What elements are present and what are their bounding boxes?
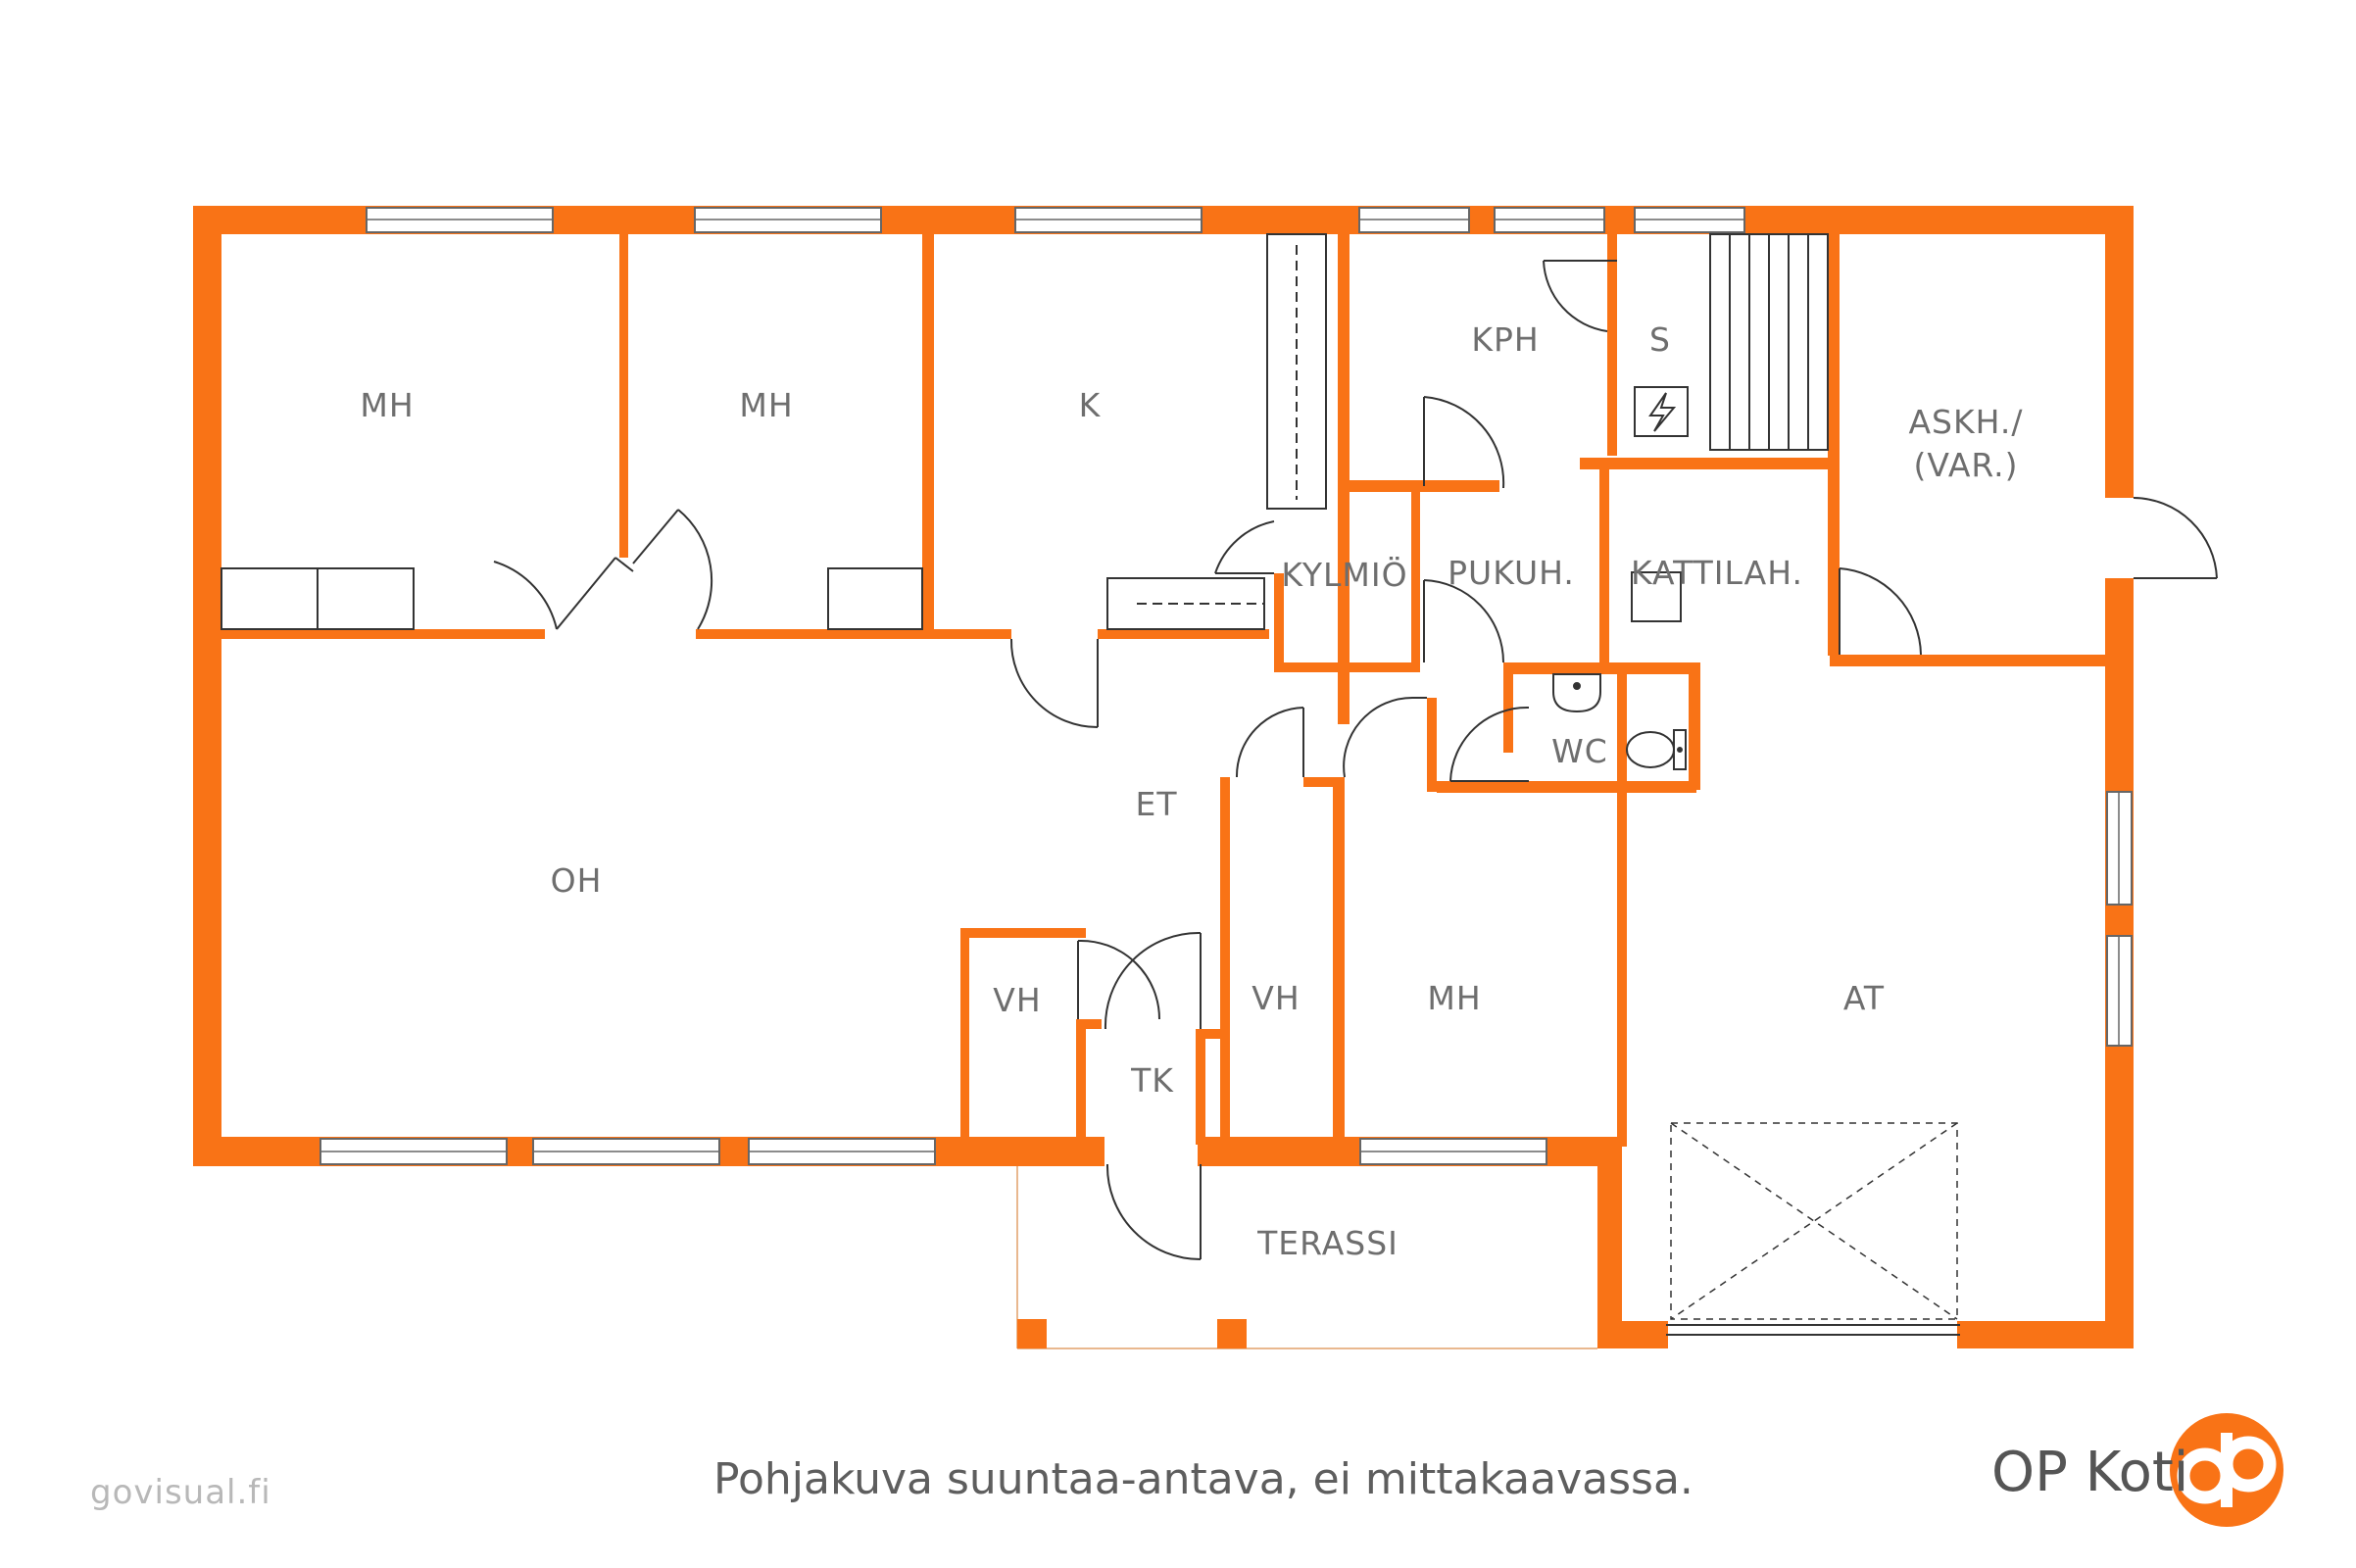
- room-label-terassi: TERASSI: [1256, 1224, 1399, 1262]
- room-label-k: K: [1079, 386, 1102, 424]
- room-label-et: ET: [1135, 785, 1177, 823]
- room-labels: MH MH K KPH S ASKH./ (VAR.) KYLMIÖ PUKUH…: [360, 320, 2023, 1262]
- brand-name: OP Koti: [1991, 1441, 2189, 1504]
- terrace-outline: [1016, 1164, 1597, 1349]
- room-label-var: (VAR.): [1913, 446, 2018, 484]
- room-label-kylmio: KYLMIÖ: [1281, 555, 1407, 594]
- room-label-mh-3: MH: [1427, 979, 1481, 1017]
- room-label-mh-2: MH: [739, 386, 793, 424]
- wc-fixtures: [1552, 673, 1687, 770]
- room-label-askh: ASKH./: [1908, 403, 2023, 441]
- op-logo-icon: [2170, 1413, 2283, 1527]
- room-label-vh-2: VH: [1252, 979, 1300, 1017]
- plan-caption: Pohjakuva suuntaa-antava, ei mittakaavas…: [713, 1454, 1693, 1504]
- watermark: govisual.fi: [90, 1473, 271, 1512]
- room-label-tk: TK: [1130, 1061, 1174, 1100]
- room-label-kattilah: KATTILAH.: [1631, 554, 1803, 592]
- fixtures: [221, 233, 1960, 1336]
- walls: [193, 206, 2134, 1348]
- doors: [493, 260, 2218, 1260]
- windows: [319, 207, 2133, 1165]
- room-label-mh-1: MH: [360, 386, 414, 424]
- room-label-vh-1: VH: [993, 981, 1041, 1019]
- sink-icon: [1552, 673, 1601, 713]
- room-label-at: AT: [1843, 979, 1885, 1017]
- room-label-s: S: [1649, 320, 1671, 359]
- room-label-pukuh: PUKUH.: [1448, 554, 1575, 592]
- lightning-icon: [1634, 386, 1689, 437]
- room-label-oh: OH: [551, 861, 603, 900]
- toilet-icon: [1626, 729, 1687, 770]
- room-label-wc: WC: [1551, 732, 1608, 770]
- room-label-kph: KPH: [1471, 320, 1539, 359]
